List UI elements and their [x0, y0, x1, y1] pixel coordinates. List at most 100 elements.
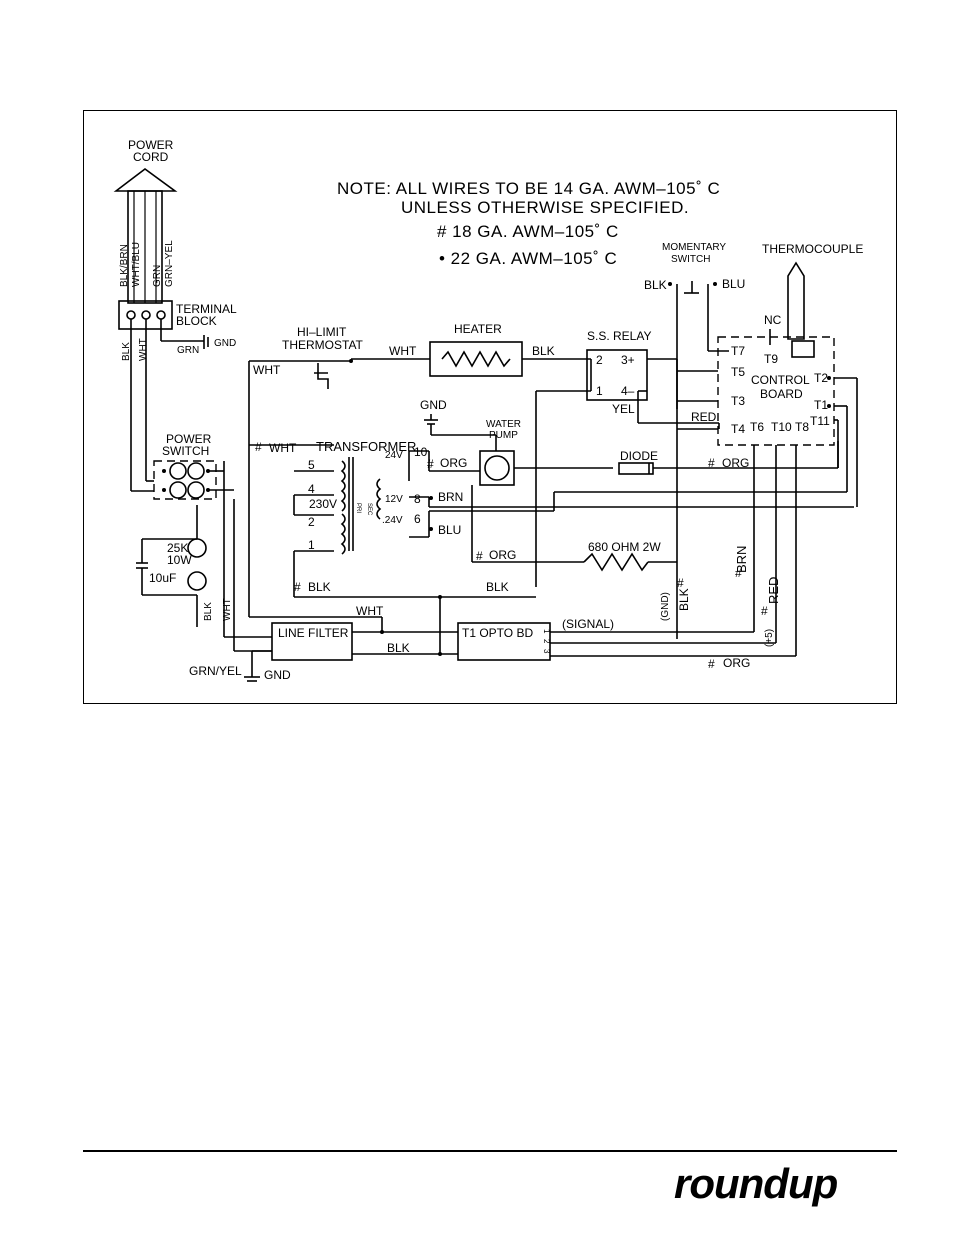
- svg-text:2: 2: [596, 353, 603, 367]
- svg-text:BLU: BLU: [722, 277, 745, 291]
- svg-text:BLK/BRN: BLK/BRN: [119, 244, 130, 287]
- svg-text:BLK: BLK: [486, 580, 509, 594]
- svg-text:NC: NC: [764, 313, 782, 327]
- svg-text:BLK: BLK: [644, 278, 667, 292]
- svg-text:T5: T5: [731, 365, 745, 379]
- svg-text:4: 4: [308, 482, 315, 496]
- svg-text:TERMINAL: TERMINAL: [176, 302, 237, 316]
- svg-text:#: #: [735, 566, 742, 580]
- svg-text:SWITCH: SWITCH: [671, 254, 710, 265]
- svg-text:WHT: WHT: [138, 338, 149, 361]
- svg-text:GRN: GRN: [152, 265, 163, 287]
- svg-text:RED: RED: [691, 410, 717, 424]
- svg-text:WHT: WHT: [356, 604, 384, 618]
- svg-text:25K: 25K: [167, 541, 188, 555]
- svg-text:LINE FILTER: LINE FILTER: [278, 626, 349, 640]
- svg-text:THERMOSTAT: THERMOSTAT: [282, 338, 364, 352]
- snubber-network: 25K 10W 10uF: [136, 505, 207, 627]
- svg-text:(GND): (GND): [660, 592, 671, 621]
- svg-text:1: 1: [542, 629, 551, 634]
- svg-text:GND: GND: [214, 338, 236, 349]
- svg-text:T1: T1: [814, 398, 828, 412]
- svg-text:BLU: BLU: [438, 523, 461, 537]
- svg-text:RED: RED: [766, 577, 781, 604]
- svg-text:BOARD: BOARD: [760, 387, 803, 401]
- svg-text:T1 OPTO BD: T1 OPTO BD: [462, 626, 533, 640]
- svg-text:10W: 10W: [167, 553, 192, 567]
- svg-text:10: 10: [414, 445, 428, 459]
- svg-text:BRN: BRN: [438, 490, 463, 504]
- note-line-1: NOTE: ALL WIRES TO BE 14 GA. AWM–105˚ C: [337, 179, 720, 198]
- svg-text:ORG: ORG: [489, 548, 516, 562]
- svg-text:BLK: BLK: [677, 588, 691, 611]
- svg-text:#: #: [708, 456, 715, 470]
- svg-text:BLK: BLK: [203, 602, 214, 621]
- note-line-3: # 18 GA. AWM–105˚ C: [437, 222, 619, 241]
- svg-text:3: 3: [542, 649, 551, 654]
- svg-text:BRN: BRN: [734, 546, 749, 573]
- svg-text:HEATER: HEATER: [454, 322, 502, 336]
- svg-text:BLK: BLK: [532, 344, 555, 358]
- svg-text:(SIGNAL): (SIGNAL): [562, 617, 614, 631]
- svg-text:T2: T2: [814, 371, 828, 385]
- svg-text:5: 5: [308, 458, 315, 472]
- svg-text:#: #: [427, 457, 434, 471]
- line-filter: LINE FILTER: [271, 622, 353, 661]
- svg-text:ORG: ORG: [723, 656, 750, 670]
- control-board: NC T7 T9 T5 CONTROL BOARD T2 T3 T1 T11 T…: [717, 313, 835, 446]
- svg-text:BLK: BLK: [387, 641, 410, 655]
- roundup-logo: roundup: [674, 1160, 839, 1207]
- svg-text:POWER: POWER: [128, 138, 174, 152]
- thermocouple: THERMOCOUPLE: [762, 242, 863, 358]
- svg-text:BLOCK: BLOCK: [176, 314, 217, 328]
- svg-text:YEL: YEL: [612, 402, 635, 416]
- svg-text:S.S. RELAY: S.S. RELAY: [587, 329, 651, 343]
- diagram-frame: NOTE: ALL WIRES TO BE 14 GA. AWM–105˚ C …: [83, 110, 897, 704]
- svg-text:SWITCH: SWITCH: [162, 444, 209, 458]
- svg-text:MOMENTARY: MOMENTARY: [662, 242, 726, 253]
- svg-text:THERMOCOUPLE: THERMOCOUPLE: [762, 242, 863, 256]
- note-line-2: UNLESS OTHERWISE SPECIFIED.: [401, 198, 689, 217]
- svg-text:6: 6: [414, 512, 421, 526]
- svg-text:CONTROL: CONTROL: [751, 373, 810, 387]
- svg-text:1: 1: [596, 384, 603, 398]
- svg-text:#: #: [761, 604, 768, 618]
- svg-text:T3: T3: [731, 394, 745, 408]
- wiring-schematic: NOTE: ALL WIRES TO BE 14 GA. AWM–105˚ C …: [113, 138, 863, 682]
- svg-text:WHT: WHT: [389, 344, 417, 358]
- svg-text:SEC: SEC: [366, 503, 372, 516]
- ss-relay: S.S. RELAY 2 3+ 1 4– YEL: [586, 329, 651, 416]
- svg-text:GND: GND: [264, 668, 291, 682]
- svg-text:T6: T6: [750, 420, 764, 434]
- resistor-680-ohm: 680 OHM 2W: [583, 540, 661, 572]
- svg-text:680 OHM 2W: 680 OHM 2W: [588, 540, 661, 554]
- svg-text:8: 8: [414, 492, 421, 506]
- svg-text:ORG: ORG: [722, 456, 749, 470]
- svg-text:230V: 230V: [309, 497, 337, 511]
- svg-text:ORG: ORG: [440, 456, 467, 470]
- svg-text:GRN: GRN: [177, 345, 199, 356]
- svg-text:#: #: [677, 576, 684, 590]
- svg-text:#: #: [294, 580, 301, 594]
- svg-text:(+5): (+5): [764, 629, 775, 647]
- svg-text:2: 2: [542, 639, 551, 644]
- terminal-block: TERMINAL BLOCK BLK WHT GRN GND: [118, 300, 237, 361]
- svg-text:T10: T10: [771, 420, 792, 434]
- momentary-switch: MOMENTARY SWITCH BLK BLU: [644, 242, 745, 294]
- svg-text:WHT: WHT: [253, 363, 281, 377]
- svg-text:CORD: CORD: [133, 150, 169, 164]
- svg-text:BLK: BLK: [121, 342, 132, 361]
- water-pump: WATER PUMP: [479, 419, 521, 486]
- svg-text:WHT: WHT: [269, 441, 297, 455]
- svg-text:#: #: [255, 440, 262, 454]
- svg-text:T4: T4: [731, 422, 745, 436]
- svg-text:T8: T8: [795, 420, 809, 434]
- svg-text:1: 1: [308, 538, 315, 552]
- svg-text:PUMP: PUMP: [489, 430, 518, 441]
- power-switch: POWER SWITCH: [153, 432, 217, 500]
- hi-limit-thermostat: HI–LIMIT THERMOSTAT WHT: [249, 325, 364, 389]
- svg-text:WHT: WHT: [222, 598, 233, 621]
- svg-text:T11: T11: [810, 414, 830, 428]
- footer-rule: [83, 1150, 897, 1152]
- svg-text:roundup: roundup: [674, 1160, 838, 1207]
